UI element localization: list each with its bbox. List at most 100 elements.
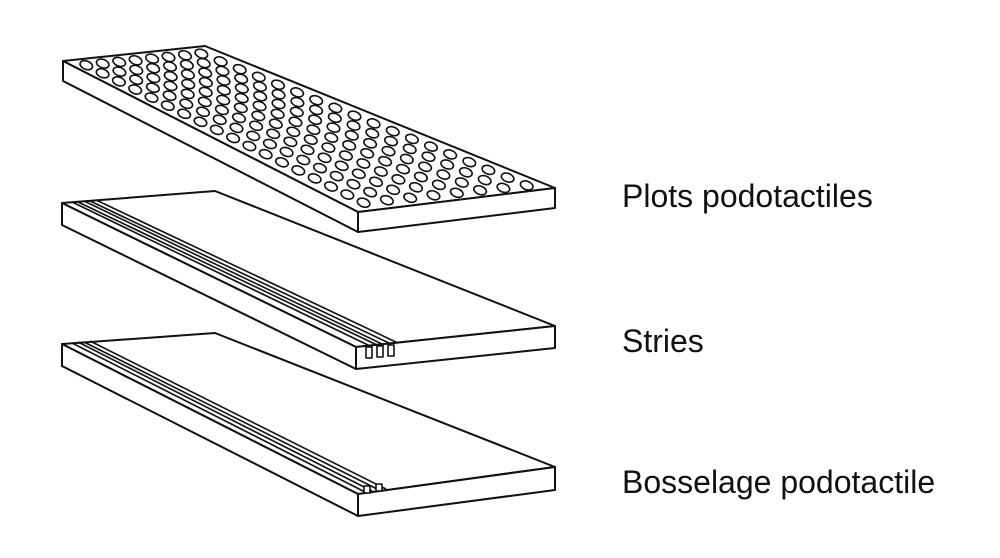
stud [162, 90, 177, 102]
stud [162, 61, 178, 72]
stud [146, 72, 161, 84]
stud [214, 104, 229, 116]
stud [449, 187, 464, 199]
stud [338, 150, 353, 161]
stud [234, 83, 249, 94]
stud [180, 88, 195, 100]
stud [181, 78, 196, 90]
stud [421, 151, 436, 163]
stud [242, 140, 257, 152]
stud [216, 94, 231, 106]
stries-grooves [71, 199, 399, 347]
stud [291, 165, 306, 176]
stud [271, 88, 286, 100]
stud [306, 124, 321, 136]
stud [327, 112, 342, 124]
stud [163, 80, 178, 92]
stud [300, 144, 315, 156]
stud [216, 84, 231, 96]
stud [253, 90, 268, 102]
stud [385, 125, 400, 137]
stud [477, 174, 492, 186]
stud [317, 152, 332, 164]
stud [160, 100, 175, 112]
stud [326, 122, 341, 133]
stud [368, 176, 384, 188]
stud [383, 135, 399, 147]
plots-studs [79, 48, 534, 209]
stud [379, 194, 394, 206]
stud [212, 114, 227, 126]
stud [198, 76, 213, 88]
stud [270, 79, 286, 91]
stud [347, 110, 362, 122]
stud [391, 174, 406, 185]
stud [128, 54, 143, 66]
stud [443, 149, 458, 160]
stud [395, 163, 411, 175]
stud [79, 59, 94, 71]
stud [233, 102, 248, 114]
stud [215, 65, 230, 77]
stud [440, 159, 455, 170]
stud [266, 128, 281, 140]
stud [198, 67, 213, 79]
stud [408, 181, 424, 193]
stud [249, 120, 264, 132]
stud [458, 166, 473, 178]
stud [423, 141, 439, 152]
stud [216, 75, 231, 86]
stud [179, 98, 194, 110]
stud [346, 178, 361, 190]
stud [279, 146, 294, 158]
stud [144, 92, 159, 103]
stud [334, 160, 349, 172]
stud [271, 98, 286, 110]
stud [209, 124, 224, 136]
stud [373, 166, 388, 177]
stud [386, 184, 401, 196]
stud [309, 104, 324, 116]
stud [290, 87, 305, 98]
stud [496, 182, 511, 194]
stud [308, 114, 323, 126]
label-stries: Stries [622, 323, 704, 359]
stud [346, 120, 361, 131]
label-bosselage-podotactile: Bosselage podotactile [622, 464, 936, 500]
stud [95, 67, 110, 79]
stud [268, 118, 283, 130]
stud [193, 116, 208, 128]
bosselage-left-face [61, 343, 359, 517]
stud [246, 130, 261, 142]
stud [194, 48, 209, 60]
stud [329, 170, 344, 182]
stud [226, 132, 241, 144]
plots-left-face [62, 60, 359, 233]
stud [270, 108, 285, 120]
stud [473, 184, 488, 196]
stud [289, 106, 304, 118]
stud [234, 73, 249, 85]
stud [378, 155, 393, 167]
stud [323, 181, 339, 192]
stud [356, 158, 371, 169]
stud [234, 92, 249, 104]
stud [112, 56, 127, 68]
stud [252, 100, 267, 112]
stud [418, 161, 433, 173]
bosselage-ridges [71, 340, 387, 493]
stud [454, 177, 469, 188]
stud [296, 154, 311, 166]
stud [365, 127, 380, 139]
stud [161, 51, 176, 63]
stud [381, 145, 396, 157]
stud [251, 71, 266, 83]
stud [146, 62, 161, 74]
stud [360, 147, 375, 159]
stud [288, 116, 303, 128]
stud [195, 106, 211, 118]
stud [129, 74, 144, 86]
stud [231, 112, 247, 124]
stud [128, 84, 143, 95]
stud [163, 70, 178, 82]
